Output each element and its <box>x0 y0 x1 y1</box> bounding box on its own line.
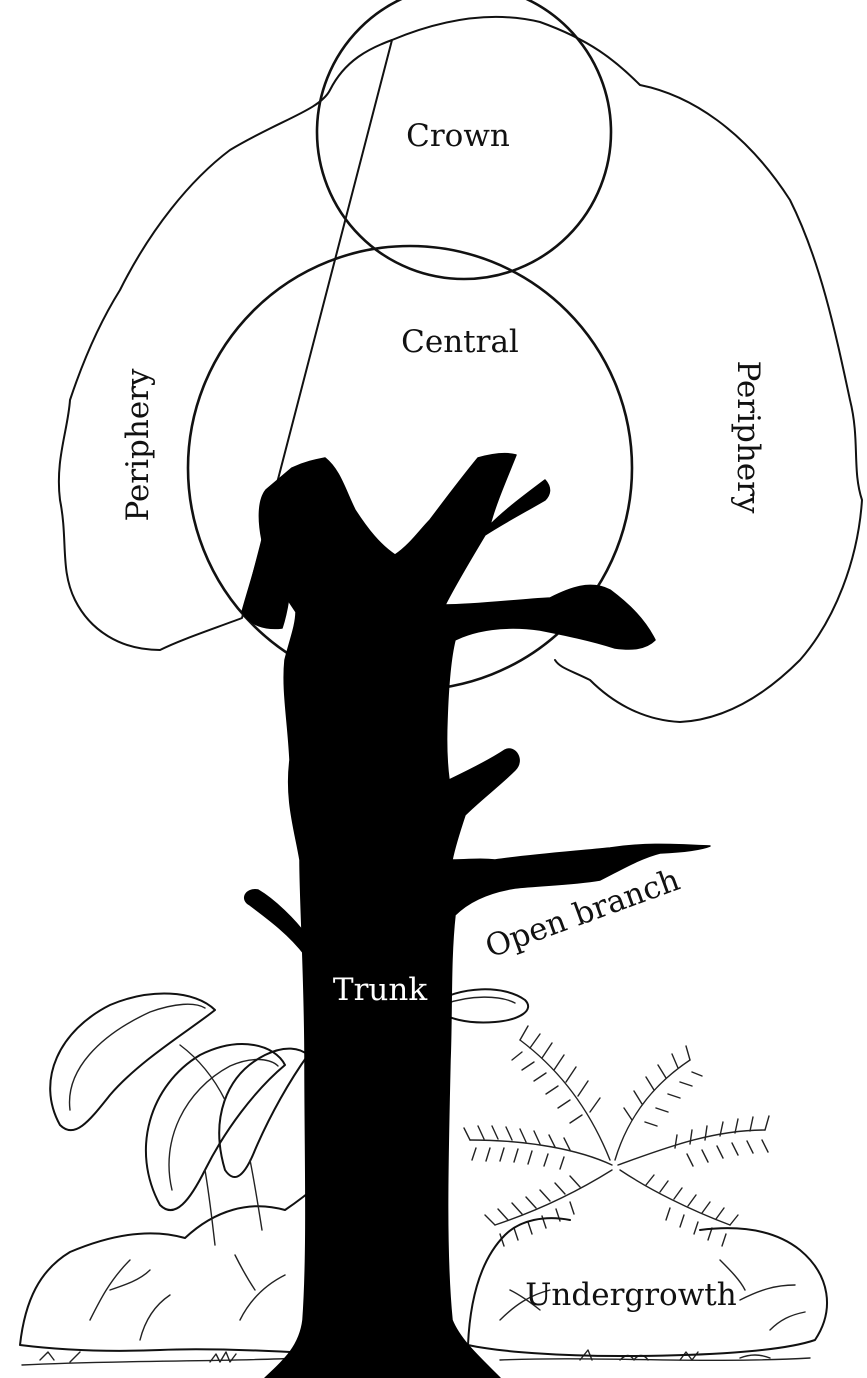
fern-cluster <box>464 1026 769 1246</box>
label-central: Central <box>401 324 519 360</box>
tree-trunk <box>259 454 710 1378</box>
left-broad-leaf-1-inner <box>70 1004 205 1110</box>
right-curled-leaf-inner <box>445 997 515 1004</box>
tree-left-branch-stub <box>245 890 306 955</box>
label-periphery-right: Periphery <box>730 360 766 514</box>
left-shrub-veins <box>90 1255 285 1340</box>
left-broad-leaf-2-inner <box>169 1059 278 1190</box>
label-crown: Crown <box>406 118 510 154</box>
label-periphery-left: Periphery <box>120 368 156 522</box>
label-undergrowth: Undergrowth <box>525 1277 736 1313</box>
left-broad-leaf-3 <box>219 1049 308 1177</box>
label-trunk: Trunk <box>333 972 427 1008</box>
left-broad-leaf-2 <box>146 1044 285 1210</box>
left-shrub <box>20 1192 310 1352</box>
